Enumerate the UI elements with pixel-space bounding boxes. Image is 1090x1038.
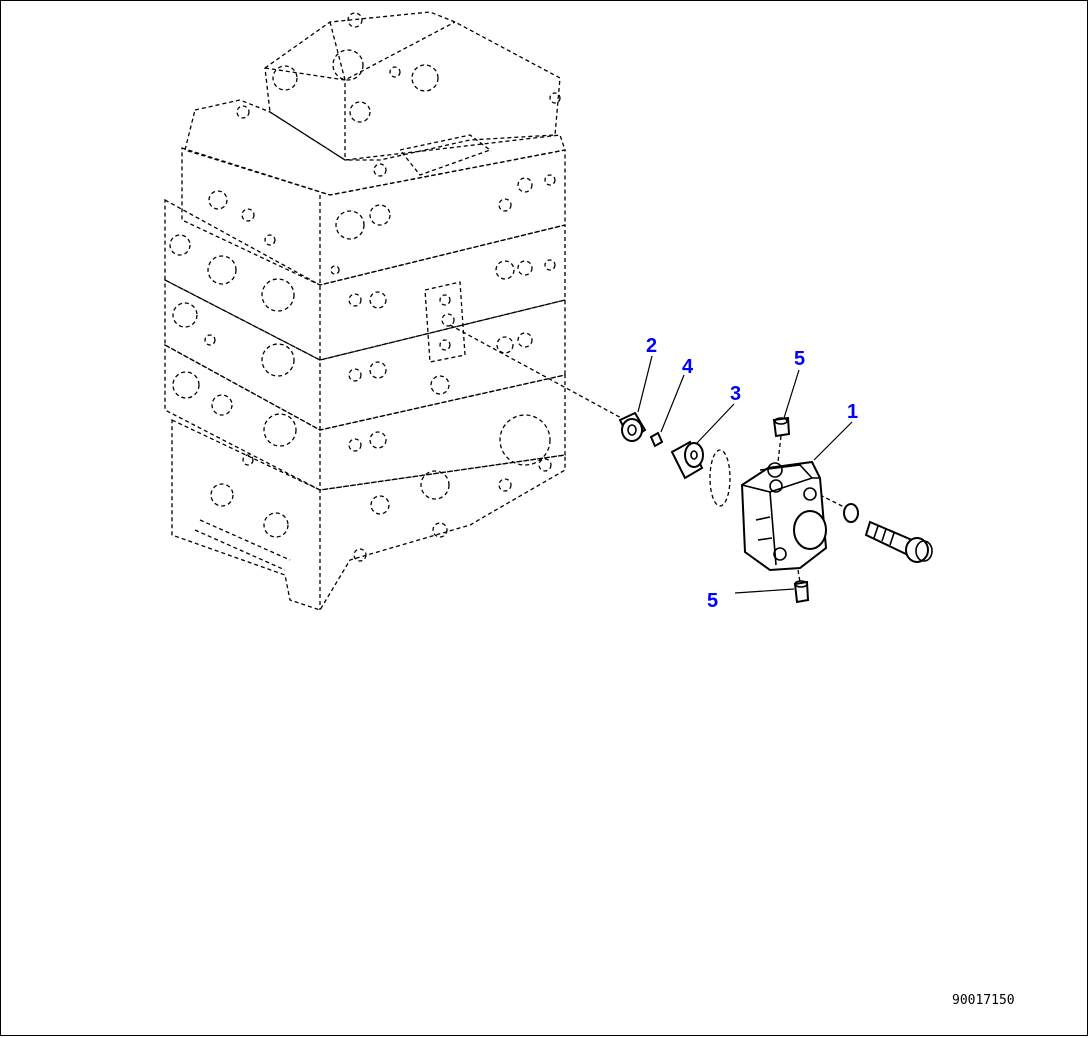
callout-2: 2 [646, 335, 657, 357]
o-ring [709, 449, 731, 507]
figure-number: 90017150 [952, 993, 1015, 1008]
part-5-plug-top [772, 416, 791, 463]
callout-3: 3 [730, 383, 741, 405]
part-4-seal [649, 431, 664, 448]
control-valve-body [164, 11, 566, 611]
leader-lines [637, 355, 853, 594]
callout-5-top: 5 [794, 348, 805, 370]
mounting-bolt [864, 520, 933, 563]
callout-1: 1 [847, 401, 858, 423]
part-3-sleeve [670, 440, 704, 480]
assembly-centerline [449, 324, 626, 421]
part-5-plug-bottom [793, 569, 810, 604]
callout-5-bottom: 5 [707, 590, 718, 612]
washer [843, 503, 859, 523]
bolt-centerline [819, 494, 851, 511]
part-2-plug [618, 411, 647, 442]
part-1-valve-housing [740, 460, 828, 572]
callout-4: 4 [682, 356, 694, 378]
